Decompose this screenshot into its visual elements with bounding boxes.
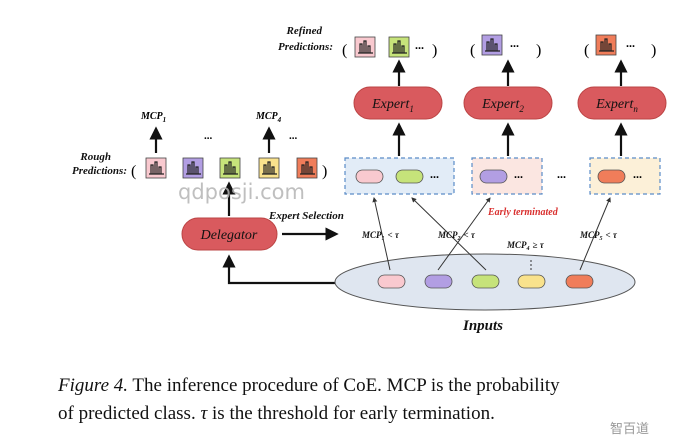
ellipsis: ... (510, 36, 519, 50)
paren-open: ( (470, 42, 475, 59)
condition-mcp1: MCP1< τ (361, 230, 400, 242)
paren-close: ) (322, 163, 327, 180)
orange-prediction-box (595, 34, 617, 56)
bar-chart-icon (599, 38, 614, 52)
caption-text-2b: is the threshold for early termination. (207, 403, 495, 424)
bar-chart-icon (262, 161, 277, 175)
corner-watermark: 智百道 (610, 422, 650, 437)
routed-inputs-box-2: ... (471, 157, 543, 195)
orange-input-token (565, 274, 594, 289)
ellipsis: ... (430, 167, 439, 181)
pink-token (355, 169, 384, 184)
early-terminated-label: Early terminated (487, 207, 559, 218)
caption-line-1: Figure 4. The inference procedure of CoE… (58, 372, 688, 400)
caption-line-2: of predicted class. τ is the threshold f… (58, 400, 688, 428)
paren-open: ( (342, 42, 347, 59)
mcp1-label: MCP1 (140, 111, 166, 124)
ellipsis: ... (626, 36, 635, 50)
figure-ref: Figure 4. (58, 375, 129, 396)
arrow-inputs-to-delegator (222, 254, 345, 285)
ellipsis: ... (633, 167, 642, 181)
pink-input-token (377, 274, 406, 289)
paren-open: ( (584, 42, 589, 59)
orange-prediction-box (296, 157, 318, 179)
purple-prediction-box (182, 157, 204, 179)
rough-label-line1: Rough (79, 151, 111, 163)
coe-inference-diagram: Refined Predictions: ( ... ) ( ... ) ( .… (72, 25, 667, 334)
paren-close: ) (651, 42, 656, 59)
delegator: Delegator (181, 217, 278, 251)
bar-chart-icon (485, 38, 500, 52)
ellipsis: ... (415, 38, 424, 52)
route-arrow-green (411, 197, 487, 271)
route-arrow-purple (437, 197, 491, 271)
purple-input-token (424, 274, 453, 289)
condition-mcp5: MCP5< τ (579, 230, 618, 242)
condition-mcp2: MCP2< τ (437, 230, 476, 242)
expert-1: Expert1 (353, 86, 443, 120)
green-input-token (471, 274, 500, 289)
purple-token (479, 169, 508, 184)
refined-label-line1: Refined (286, 25, 323, 37)
ellipsis-between-boxes: ... (557, 167, 566, 181)
pink-prediction-box (145, 157, 167, 179)
condition-mcp4: MCP4≥ τ (506, 240, 545, 252)
pink-prediction-box (354, 36, 376, 58)
ellipsis: ... (204, 130, 213, 142)
route-arrow-orange (579, 197, 611, 271)
watermark-text: qdposji.com (178, 180, 305, 204)
inputs-ellipse (334, 253, 636, 311)
svg-text:Expert1: Expert1 (371, 97, 414, 114)
bar-chart-icon (300, 161, 315, 175)
paren-open: ( (131, 163, 136, 180)
orange-token (597, 169, 626, 184)
bar-chart-icon (186, 161, 201, 175)
yellow-input-token (517, 274, 546, 289)
expert-selection-label: Expert Selection (268, 210, 344, 222)
yellow-prediction-box (258, 157, 280, 179)
figure-caption: Figure 4. The inference procedure of CoE… (58, 372, 688, 428)
inputs-label: Inputs (462, 318, 503, 334)
route-arrow-pink (372, 197, 391, 271)
routed-inputs-box-n: ... (589, 157, 661, 195)
refined-prediction-group-n: ( ... ) (584, 34, 656, 59)
mcp4-label: MCP4 (255, 111, 282, 124)
rough-prediction-boxes (145, 157, 318, 179)
svg-text:Expertn: Expertn (595, 97, 638, 114)
green-token (395, 169, 424, 184)
svg-text:Expert2: Expert2 (481, 97, 524, 114)
green-prediction-box (388, 36, 410, 58)
expert-2: Expert2 (463, 86, 553, 120)
bar-chart-icon (223, 161, 238, 175)
expert-n: Expertn (577, 86, 667, 120)
bar-chart-icon (149, 161, 164, 175)
refined-prediction-group-2: ( ... ) (470, 34, 541, 59)
svg-text:Delegator: Delegator (200, 228, 258, 243)
bar-chart-icon (392, 40, 407, 54)
purple-prediction-box (481, 34, 503, 56)
caption-text-1: The inference procedure of CoE. MCP is t… (128, 375, 560, 396)
refined-prediction-group-1: ( ... ) (342, 36, 437, 59)
refined-label-line2: Predictions: (278, 41, 333, 53)
routed-inputs-box-1: ... (344, 157, 455, 195)
tau-symbol: τ (200, 403, 208, 424)
ellipsis: ... (514, 167, 523, 181)
paren-close: ) (536, 42, 541, 59)
rough-label-line2: Predictions: (72, 165, 127, 177)
caption-text-2a: of predicted class. (58, 403, 201, 424)
green-prediction-box (219, 157, 241, 179)
ellipsis: ... (289, 130, 298, 142)
bar-chart-icon (358, 40, 373, 54)
paren-close: ) (432, 42, 437, 59)
